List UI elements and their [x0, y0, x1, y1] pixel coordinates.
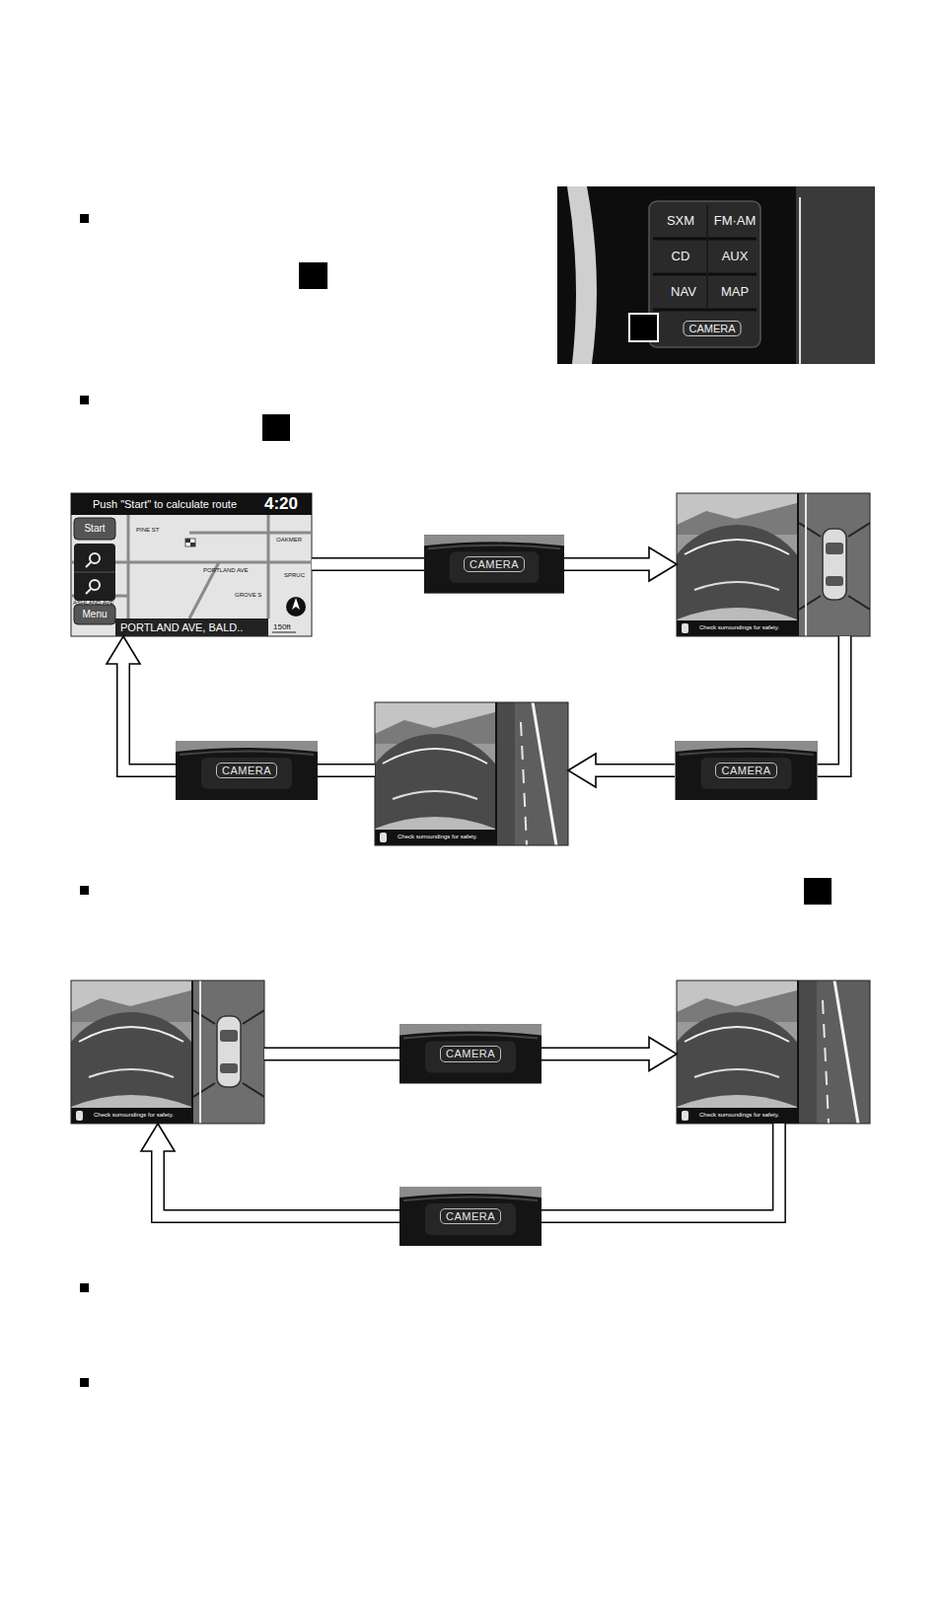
camera-button: CAMERA: [424, 534, 565, 594]
arrow-shaft: [264, 1047, 400, 1062]
flow-arrow: [106, 636, 176, 771]
camera-button: CAMERA: [175, 740, 318, 800]
clock: 4:20: [264, 495, 298, 514]
camera-screen: Check surroundings for safety.: [676, 980, 870, 1124]
button-label: CAMERA: [216, 762, 278, 779]
safety-notice: Check surroundings for safety.: [92, 1111, 175, 1119]
arrow-shaft-core: [123, 660, 176, 771]
start-button: Start: [73, 522, 116, 534]
flow-arrow: [317, 770, 375, 772]
safety-notice: Check surroundings for safety.: [698, 624, 781, 632]
safety-notice: Check surroundings for safety.: [396, 833, 479, 841]
button-label: CAMERA: [463, 556, 525, 573]
street-name: OAKMER: [276, 536, 302, 544]
arrow-shaft: [817, 636, 846, 771]
arrow-shaft-core: [311, 559, 425, 571]
flow-arrow: [264, 1053, 400, 1055]
button-name: CAMERA: [682, 320, 741, 337]
arrow-shaft-core: [541, 1048, 652, 1060]
arrow-shaft-core: [592, 765, 675, 777]
arrow-head: [649, 547, 677, 581]
button-name: FM·AM: [714, 214, 757, 228]
button-name: MAP: [721, 285, 749, 299]
camera-button: CAMERA: [399, 1186, 542, 1246]
flow-arrow: [817, 636, 846, 771]
arrow-shaft-core: [157, 1148, 400, 1217]
camera-screen: Check surroundings for safety.: [374, 702, 569, 846]
street-name: PINE ST: [136, 526, 159, 534]
flow-arrow: [311, 564, 425, 566]
arrow-head: [568, 753, 596, 788]
arrow-shaft: [311, 557, 425, 572]
button-name: CD: [671, 249, 691, 264]
flow-arrow: [568, 753, 675, 788]
arrow-shaft-core: [541, 1123, 780, 1217]
button-name: SXM: [666, 214, 695, 228]
flow-arrow: [564, 547, 677, 581]
button-name: AUX: [722, 249, 749, 264]
arrow-head: [141, 1123, 175, 1152]
flow-arrow: [541, 1123, 780, 1217]
flow-arrow: [541, 1037, 677, 1072]
button-label: CAMERA: [439, 1045, 502, 1062]
map-screen: Push "Start" to calculate route 4:20Start…: [71, 493, 312, 637]
arrow-shaft: [541, 1123, 780, 1217]
arrow-head: [106, 636, 141, 664]
camera-screen: Check surroundings for safety.: [71, 980, 265, 1124]
arrow-shaft-core: [817, 636, 846, 771]
street-name: SPRUC: [284, 572, 305, 580]
arrow-shaft: [123, 663, 176, 771]
street-name: PORTLAND AVE: [203, 567, 248, 575]
arrow-head: [649, 1037, 677, 1072]
arrow-shaft-core: [564, 559, 652, 571]
button-label: CAMERA: [715, 762, 777, 779]
arrow-shaft: [157, 1151, 400, 1217]
street-name: GROVE S: [234, 591, 262, 599]
map-scale: 150ft: [273, 623, 291, 633]
camera-button: CAMERA: [674, 740, 818, 800]
flow-arrow: [141, 1123, 400, 1217]
current-street: PORTLAND AVE, BALD..: [120, 621, 243, 634]
route-prompt: Push "Start" to calculate route: [92, 498, 237, 510]
street-name: ASHLAND AVE: [72, 599, 114, 607]
arrow-shaft-core: [317, 765, 375, 777]
camera-button: CAMERA: [399, 1023, 542, 1085]
menu-button: Menu: [73, 608, 116, 620]
button-name: NAV: [670, 285, 697, 299]
safety-notice: Check surroundings for safety.: [698, 1111, 781, 1119]
arrow-shaft: [317, 763, 375, 778]
camera-screen: Check surroundings for safety.: [676, 493, 870, 637]
button-label: CAMERA: [439, 1208, 502, 1225]
arrow-shaft-core: [264, 1048, 400, 1060]
